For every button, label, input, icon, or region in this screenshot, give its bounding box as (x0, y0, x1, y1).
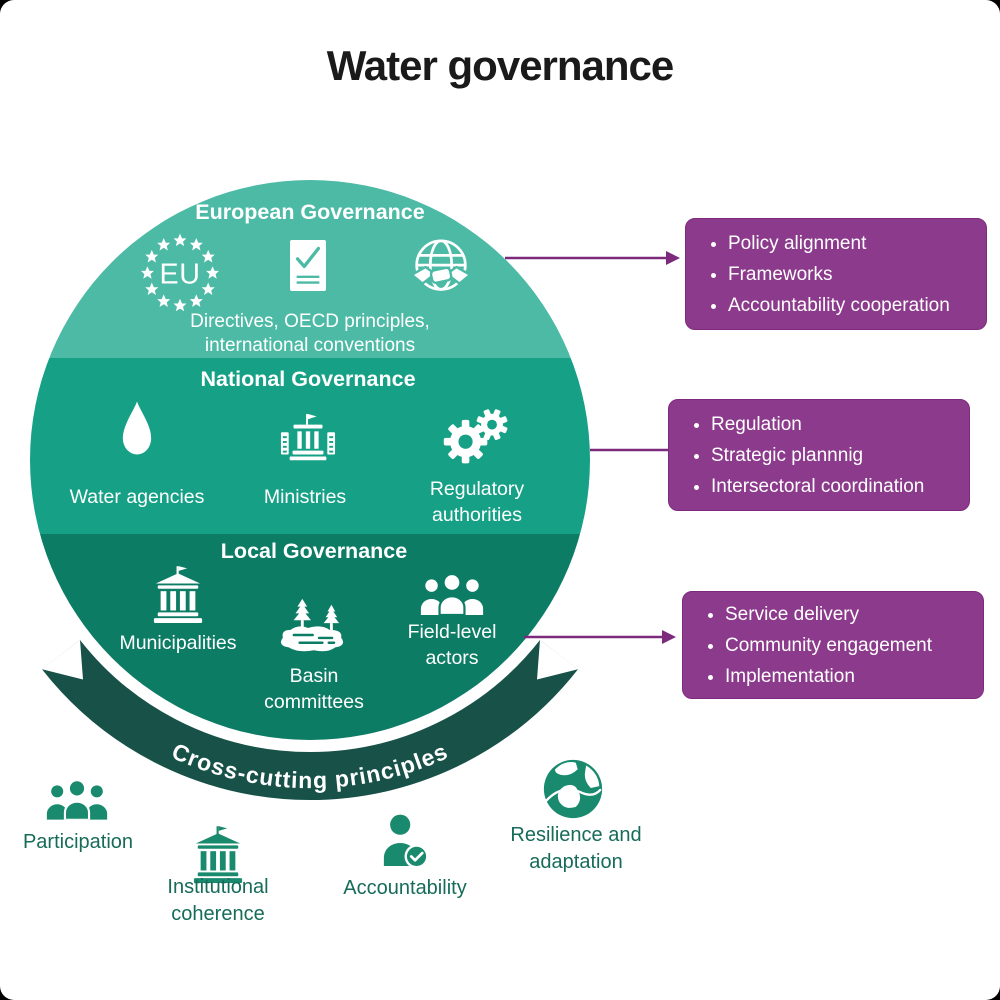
water-drop-icon (122, 401, 152, 455)
callout-item: Community engagement (725, 630, 932, 661)
band-header-national: National Governance (200, 367, 416, 391)
connector-arrowhead-european (666, 251, 680, 265)
callout-european: Policy alignment Frameworks Accountabili… (685, 218, 987, 330)
label-basin-committees: Basin committees (264, 665, 364, 713)
label-participation: Participation (22, 831, 134, 853)
gears-icon (443, 409, 508, 464)
municipality-building-icon (153, 566, 203, 623)
globe-swoosh-icon (543, 759, 603, 819)
callout-item: Service delivery (725, 599, 932, 630)
arc-right-notch (537, 639, 578, 680)
band-header-local: Local Governance (220, 539, 408, 563)
arc-left-notch (42, 639, 83, 680)
globe-handshake-icon (410, 239, 472, 291)
label-field-level-actors: Field-level actors (407, 621, 497, 669)
callout-local: Service delivery Community engagement Im… (682, 591, 984, 699)
participation-people-icon (46, 780, 108, 820)
label-water-agencies: Water agencies (69, 486, 205, 508)
callout-item: Policy alignment (728, 228, 950, 259)
callout-item: Intersectoral coordination (711, 471, 924, 502)
label-resilience-adaptation: Resilience and adaptation (510, 824, 642, 873)
band-header-european: European Governance (195, 200, 425, 224)
label-regulatory-authorities: Regulatory authorities (429, 478, 525, 526)
ministry-building-icon (280, 413, 336, 461)
label-institutional-coherence: Institutional coherence (167, 876, 269, 925)
callout-item: Regulation (711, 409, 924, 440)
eu-text: EU (159, 258, 200, 290)
page-title: Water governance (326, 42, 675, 89)
cross-cutting-arc (42, 639, 578, 800)
callout-item: Frameworks (728, 259, 950, 290)
callout-item: Implementation (725, 661, 932, 692)
document-check-icon (290, 239, 326, 292)
callout-national: Regulation Strategic plannnig Intersecto… (668, 399, 970, 511)
label-ministries: Ministries (263, 486, 347, 508)
basin-trees-icon (280, 598, 344, 652)
european-sublabel: Directives, OECD principles, internation… (190, 311, 430, 356)
callout-item: Strategic plannnig (711, 440, 924, 471)
eu-stars-icon: EU (140, 233, 220, 312)
callout-item: Accountability cooperation (728, 290, 950, 321)
people-group-icon (420, 574, 484, 615)
connector-arrowhead-local (662, 630, 676, 644)
person-check-icon (383, 814, 429, 869)
label-municipalities: Municipalities (119, 632, 237, 654)
label-accountability: Accountability (343, 877, 467, 899)
